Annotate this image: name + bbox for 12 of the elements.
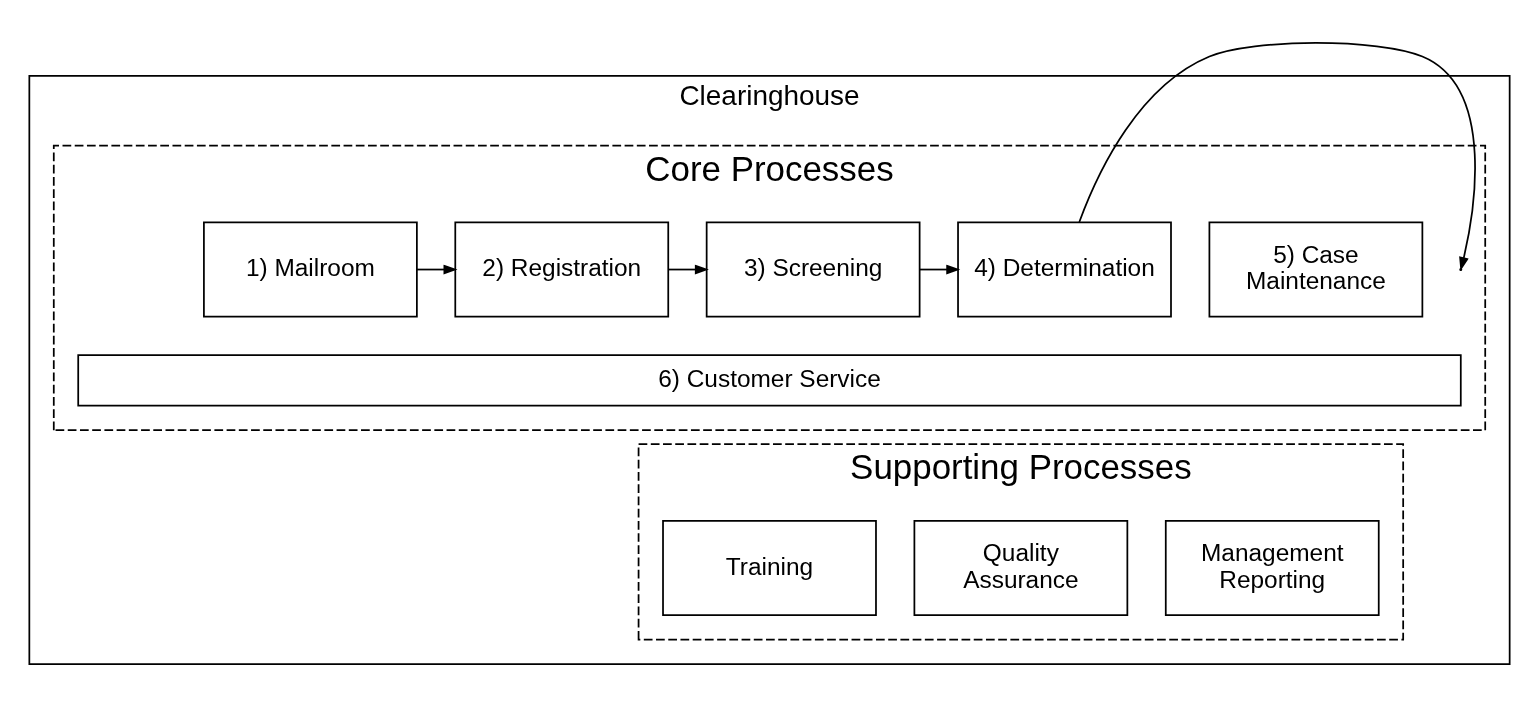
arrow: [918, 264, 961, 274]
node-box: 3) Screening: [705, 221, 921, 318]
node-box: 5) Case Maintenance: [1208, 221, 1424, 318]
node-box: Quality Assurance: [913, 519, 1129, 616]
node-box: Management Reporting: [1164, 519, 1380, 616]
node-box: Training: [662, 519, 877, 616]
arrow: [416, 264, 458, 274]
node-box: 2) Registration: [454, 221, 670, 318]
arrow: [667, 264, 709, 274]
node-box: 1) Mailroom: [203, 221, 418, 318]
node-box: 6) Customer Service: [77, 353, 1462, 407]
node-box: 4) Determination: [957, 221, 1172, 318]
